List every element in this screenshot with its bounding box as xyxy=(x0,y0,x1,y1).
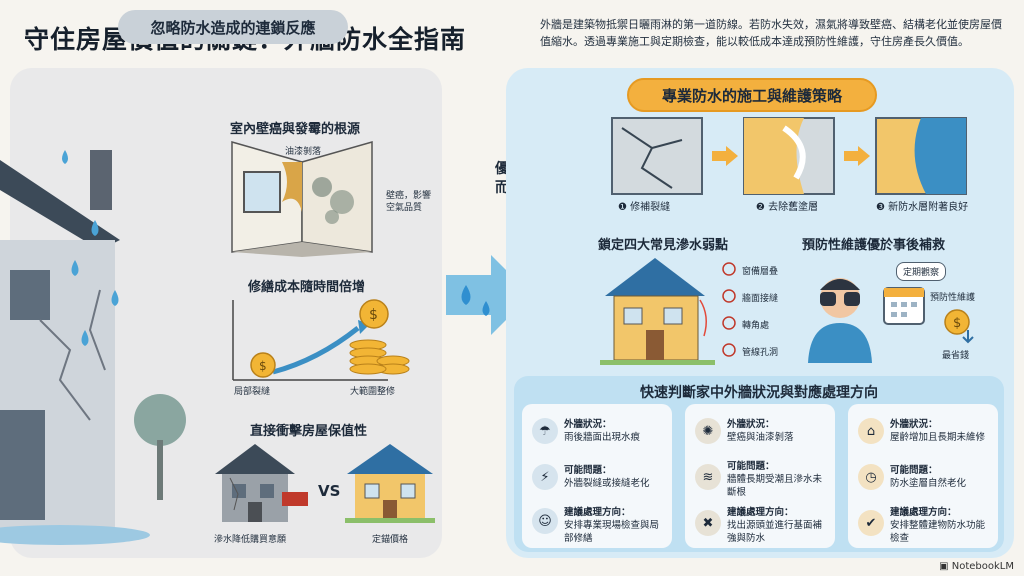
value-high-label: 定錨價格 xyxy=(372,535,409,545)
binoculars-person-illustration xyxy=(808,278,872,363)
mold-stain-icon: ✺ xyxy=(695,418,721,444)
weak-point-corner: 轉角處 xyxy=(742,321,770,331)
card-2-action: 建議處理方向：找出源頭並進行基面補強與防水 xyxy=(727,507,823,544)
footer-brand: ▣ NotebookLM xyxy=(939,561,1014,572)
card-1-condition: 外牆狀況：雨後牆面出現水痕 xyxy=(564,419,641,443)
card-1-action: 建議處理方向：安排專業現場檢查與局部修繕 xyxy=(564,507,660,544)
house-weak-points-illustration xyxy=(600,258,715,365)
house-icon: ⌂ xyxy=(858,418,884,444)
step-3-label: ❸ 新防水層附著良好 xyxy=(876,202,969,213)
moldy-room-illustration xyxy=(231,141,373,257)
step-arrow-1-icon xyxy=(712,146,738,166)
card-3-problem: 可能問題：防水塗層自然老化 xyxy=(890,465,967,489)
tools-icon: ✖ xyxy=(695,510,721,536)
card-3-condition: 外牆狀況：屋齡增加且長期未維修 xyxy=(890,419,986,443)
step-arrow-2-icon xyxy=(844,146,870,166)
intro-paragraph: 外牆是建築物抵禦日曬雨淋的第一道防線。若防水失效，濕氣將導致壁癌、結構老化並使房… xyxy=(540,18,1002,48)
damp-wall-icon: ≋ xyxy=(695,464,721,490)
cost-section-title: 修繕成本隨時間倍增 xyxy=(248,280,366,295)
step-2-label: ❷ 去除舊塗層 xyxy=(756,202,819,213)
rain-cloud-icon: ☂ xyxy=(532,418,558,444)
calendar-icon xyxy=(883,287,925,325)
step-new-coating-image xyxy=(875,117,967,195)
weak-points-title: 鎖定四大常見滲水弱點 xyxy=(598,238,729,253)
rain-drops-icon xyxy=(62,150,119,346)
cost-small-label: 局部裂縫 xyxy=(234,387,271,397)
weak-point-window: 窗備層叠 xyxy=(742,267,779,277)
card-3-action: 建議處理方向：安排整體建物防水功能檢查 xyxy=(890,507,986,544)
healthy-house-icon xyxy=(345,444,435,523)
left-section-header: 忽略防水造成的連鎖反應 xyxy=(118,10,348,44)
mold-callout-air-quality: 壁癌，影響空氣品質 xyxy=(386,191,432,213)
step-crack-repair-image xyxy=(611,117,703,195)
cracked-wall-icon: ⚡ xyxy=(532,464,558,490)
card-2-condition: 外牆狀況：壁癌與油漆剝落 xyxy=(727,419,794,443)
svg-text:$: $ xyxy=(259,359,267,373)
mold-callout-peeling: 油漆剝落 xyxy=(285,147,322,157)
card-1-problem: 可能問題：外牆裂縫或接縫老化 xyxy=(564,465,650,489)
svg-text:$: $ xyxy=(953,316,961,331)
value-section-title: 直接衝擊房屋保值性 xyxy=(250,424,368,439)
value-low-label: 滲水降低購買意願 xyxy=(214,535,287,545)
cost-large-label: 大範圍整修 xyxy=(350,387,396,397)
card-2-problem: 可能問題：牆體長期受潮且滲水未斷根 xyxy=(727,461,823,498)
step-peel-coating-image xyxy=(743,117,835,195)
prevention-cost-label: 最省錢 xyxy=(942,351,970,361)
clock-icon: ◷ xyxy=(858,464,884,490)
leaking-house-illustration xyxy=(0,150,186,545)
mold-section-title: 室內壁癌與發霉的根源 xyxy=(230,122,361,137)
weak-point-markers xyxy=(722,262,736,357)
inspector-icon: ☺ xyxy=(532,508,558,534)
shield-check-icon: ✔ xyxy=(858,510,884,536)
weak-point-pipe: 管線孔洞 xyxy=(742,348,779,358)
vs-label: VS xyxy=(318,482,341,500)
coin-down-icon: $ xyxy=(944,309,974,344)
prevention-label: 預防性維護 xyxy=(930,293,976,303)
svg-text:$: $ xyxy=(369,307,378,323)
cost-growth-chart-icon: $ $ xyxy=(232,299,410,381)
weak-point-seam: 牆面接縫 xyxy=(742,294,779,304)
prevention-title: 預防性維護優於事後補救 xyxy=(802,238,946,253)
step-1-label: ❶ 修補裂縫 xyxy=(618,202,671,213)
prevention-bubble: 定期觀察 xyxy=(896,262,947,281)
right-section-header: 專業防水的施工與維護策略 xyxy=(627,78,877,112)
quick-reference-title: 快速判斷家中外牆狀況與對應處理方向 xyxy=(640,385,878,401)
damaged-house-icon xyxy=(215,444,308,522)
